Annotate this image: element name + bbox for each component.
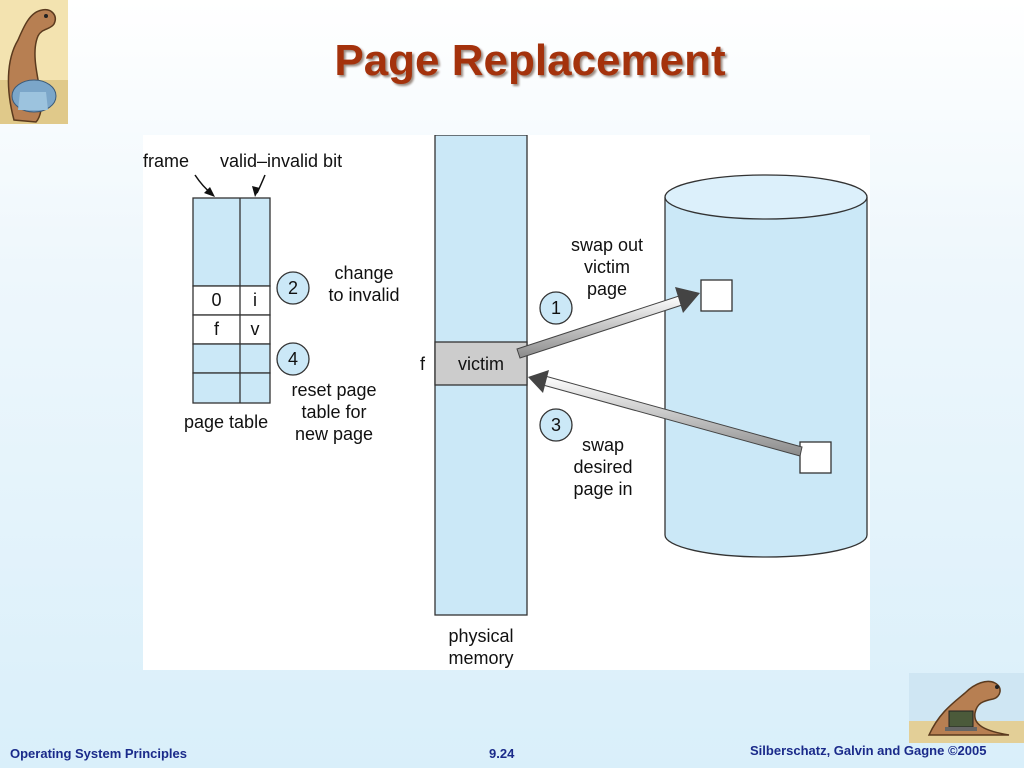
page-table-row bbox=[192, 314, 271, 345]
dinosaur-mascot-icon bbox=[0, 0, 68, 124]
physical-memory bbox=[434, 135, 528, 616]
step-2-text: change to invalid bbox=[309, 262, 419, 306]
step-3-line: desired bbox=[573, 457, 633, 477]
physical-memory-line: memory bbox=[448, 648, 514, 668]
swap-in-arrow bbox=[528, 370, 803, 457]
frame-f-label: f bbox=[420, 354, 426, 374]
victim-frame bbox=[434, 341, 528, 386]
step-1-line: page bbox=[586, 279, 628, 299]
step-4-line: table for bbox=[301, 402, 367, 422]
step-number-3: 3 bbox=[550, 415, 561, 435]
victim-page-on-disk bbox=[700, 279, 733, 312]
page-table bbox=[192, 197, 271, 404]
victim-label: victim bbox=[458, 354, 504, 374]
step-3-line: swap bbox=[581, 435, 625, 455]
step-number-2: 2 bbox=[287, 278, 298, 298]
footer-course-name: Operating System Principles bbox=[10, 746, 188, 761]
step-2-line: to invalid bbox=[328, 285, 400, 305]
step-circle-1 bbox=[539, 291, 573, 325]
page-table-bit-cell: i bbox=[253, 290, 257, 310]
footer-slide-number: 9.24 bbox=[489, 746, 515, 761]
step-circle-3 bbox=[539, 408, 573, 442]
frame-pointer-arrowhead bbox=[204, 187, 215, 197]
desired-page-on-disk bbox=[799, 441, 832, 474]
step-4-line: new page bbox=[294, 424, 374, 444]
step-1-text: swap out victim page bbox=[547, 234, 667, 300]
step-1-line: victim bbox=[584, 257, 630, 277]
step-2-line: change bbox=[334, 263, 394, 283]
step-number-1: 1 bbox=[550, 298, 561, 318]
step-4-line: reset page bbox=[291, 380, 377, 400]
dinosaur-laptop-mascot-icon bbox=[909, 673, 1024, 743]
step-circle-2 bbox=[276, 271, 310, 305]
footer-copyright: Silberschatz, Galvin and Gagne ©2005 bbox=[750, 743, 987, 758]
step-number-4: 4 bbox=[287, 349, 298, 369]
frame-label: frame bbox=[143, 151, 190, 171]
step-1-line: swap out bbox=[570, 235, 644, 255]
step-3-line: page in bbox=[573, 479, 633, 499]
bit-pointer-arrowhead bbox=[252, 186, 260, 197]
step-4-text: reset page table for new page bbox=[279, 379, 389, 445]
valid-invalid-bit-label: valid–invalid bit bbox=[220, 151, 343, 171]
step-3-text: swap desired page in bbox=[553, 434, 653, 500]
physical-memory-line: physical bbox=[448, 626, 514, 646]
page-table-label: page table bbox=[184, 412, 269, 432]
physical-memory-label: physical memory bbox=[425, 625, 537, 669]
step-circle-4 bbox=[276, 342, 310, 376]
page-replacement-diagram bbox=[192, 135, 868, 616]
swap-out-arrow bbox=[516, 287, 700, 359]
page-table-row bbox=[192, 285, 271, 316]
page-table-frame-cell: f bbox=[213, 319, 219, 339]
diagram-panel: frame valid–invalid bit 0 i f v page tab… bbox=[143, 135, 870, 670]
page-table-bit-cell: v bbox=[250, 319, 260, 339]
page-table-frame-cell: 0 bbox=[211, 290, 222, 310]
backing-store-disk bbox=[664, 174, 868, 558]
slide-title: Page Replacement bbox=[334, 36, 726, 85]
